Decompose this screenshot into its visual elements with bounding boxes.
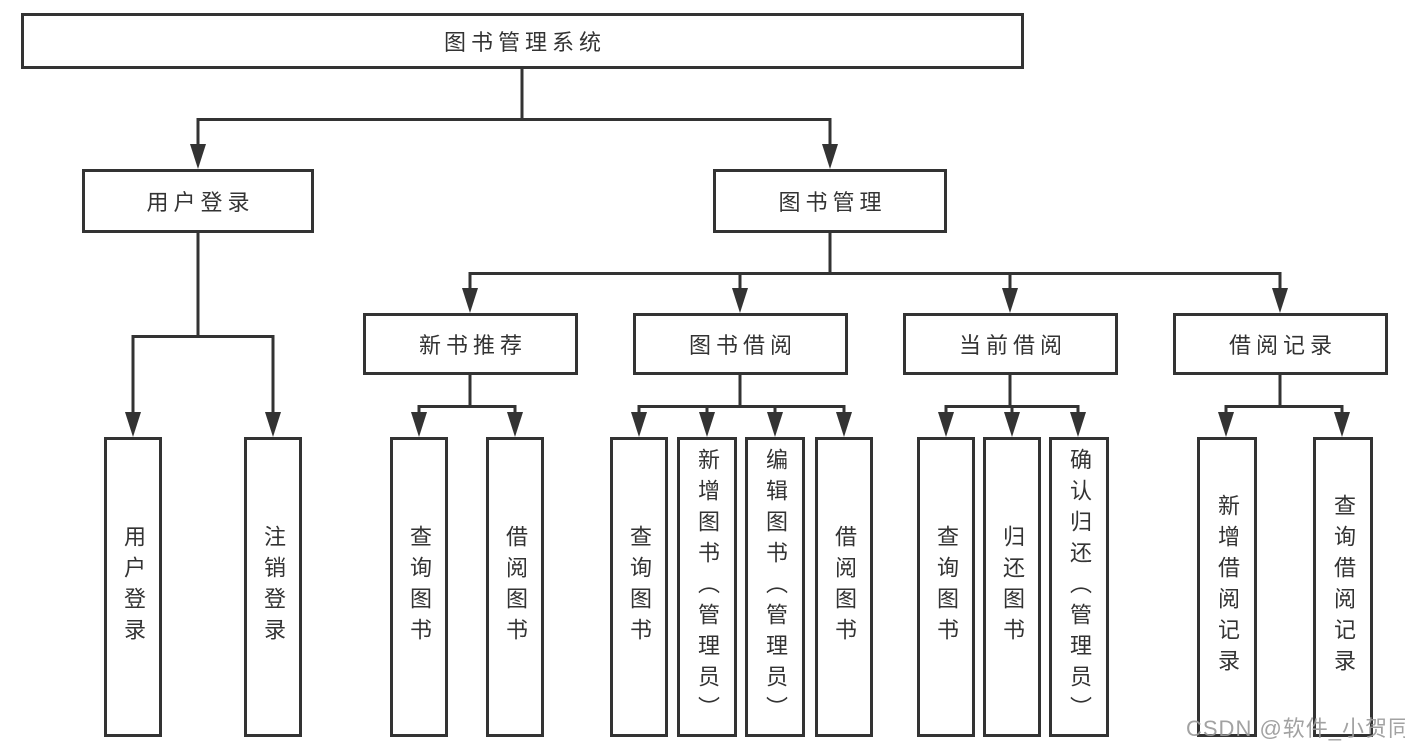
csdn-watermark: CSDN @软件_小贺同学: [1186, 716, 1405, 741]
leaf-cb-return-books: 归还图书: [983, 437, 1041, 737]
connector-newbook-branch: [417, 405, 517, 413]
leaf-user-login: 用户登录: [104, 437, 162, 737]
node-new-book-recommendation: 新书推荐: [363, 313, 578, 375]
leaf-bb-borrow-books: 借阅图书: [815, 437, 873, 737]
connector-userlogin-branch: [131, 335, 275, 413]
connector-records-branch: [1224, 405, 1344, 413]
leaf-cb-confirm-return-admin: 确认归还（管理员）: [1049, 437, 1109, 737]
leaf-rec-query-books: 查询图书: [390, 437, 448, 737]
leaf-logout: 注销登录: [244, 437, 302, 737]
node-user-login: 用户登录: [82, 169, 314, 233]
connector-level3-branch: [468, 272, 1282, 290]
leaf-bb-add-books-admin: 新增图书（管理员）: [677, 437, 737, 737]
connector-borrow-branch: [637, 405, 846, 413]
node-book-management: 图书管理: [713, 169, 947, 233]
leaf-bb-edit-books-admin: 编辑图书（管理员）: [745, 437, 805, 737]
node-book-borrowing: 图书借阅: [633, 313, 848, 375]
node-borrowing-records: 借阅记录: [1173, 313, 1388, 375]
node-current-borrowing: 当前借阅: [903, 313, 1118, 375]
arrowheads: [125, 144, 1350, 437]
leaf-rec-borrow-books: 借阅图书: [486, 437, 544, 737]
leaf-br-query-record: 查询借阅记录: [1313, 437, 1373, 737]
leaf-br-add-record: 新增借阅记录: [1197, 437, 1257, 737]
leaf-cb-query-books: 查询图书: [917, 437, 975, 737]
connector-level2-branch: [196, 118, 832, 146]
node-root-system: 图书管理系统: [21, 13, 1024, 69]
leaf-bb-query-books: 查询图书: [610, 437, 668, 737]
